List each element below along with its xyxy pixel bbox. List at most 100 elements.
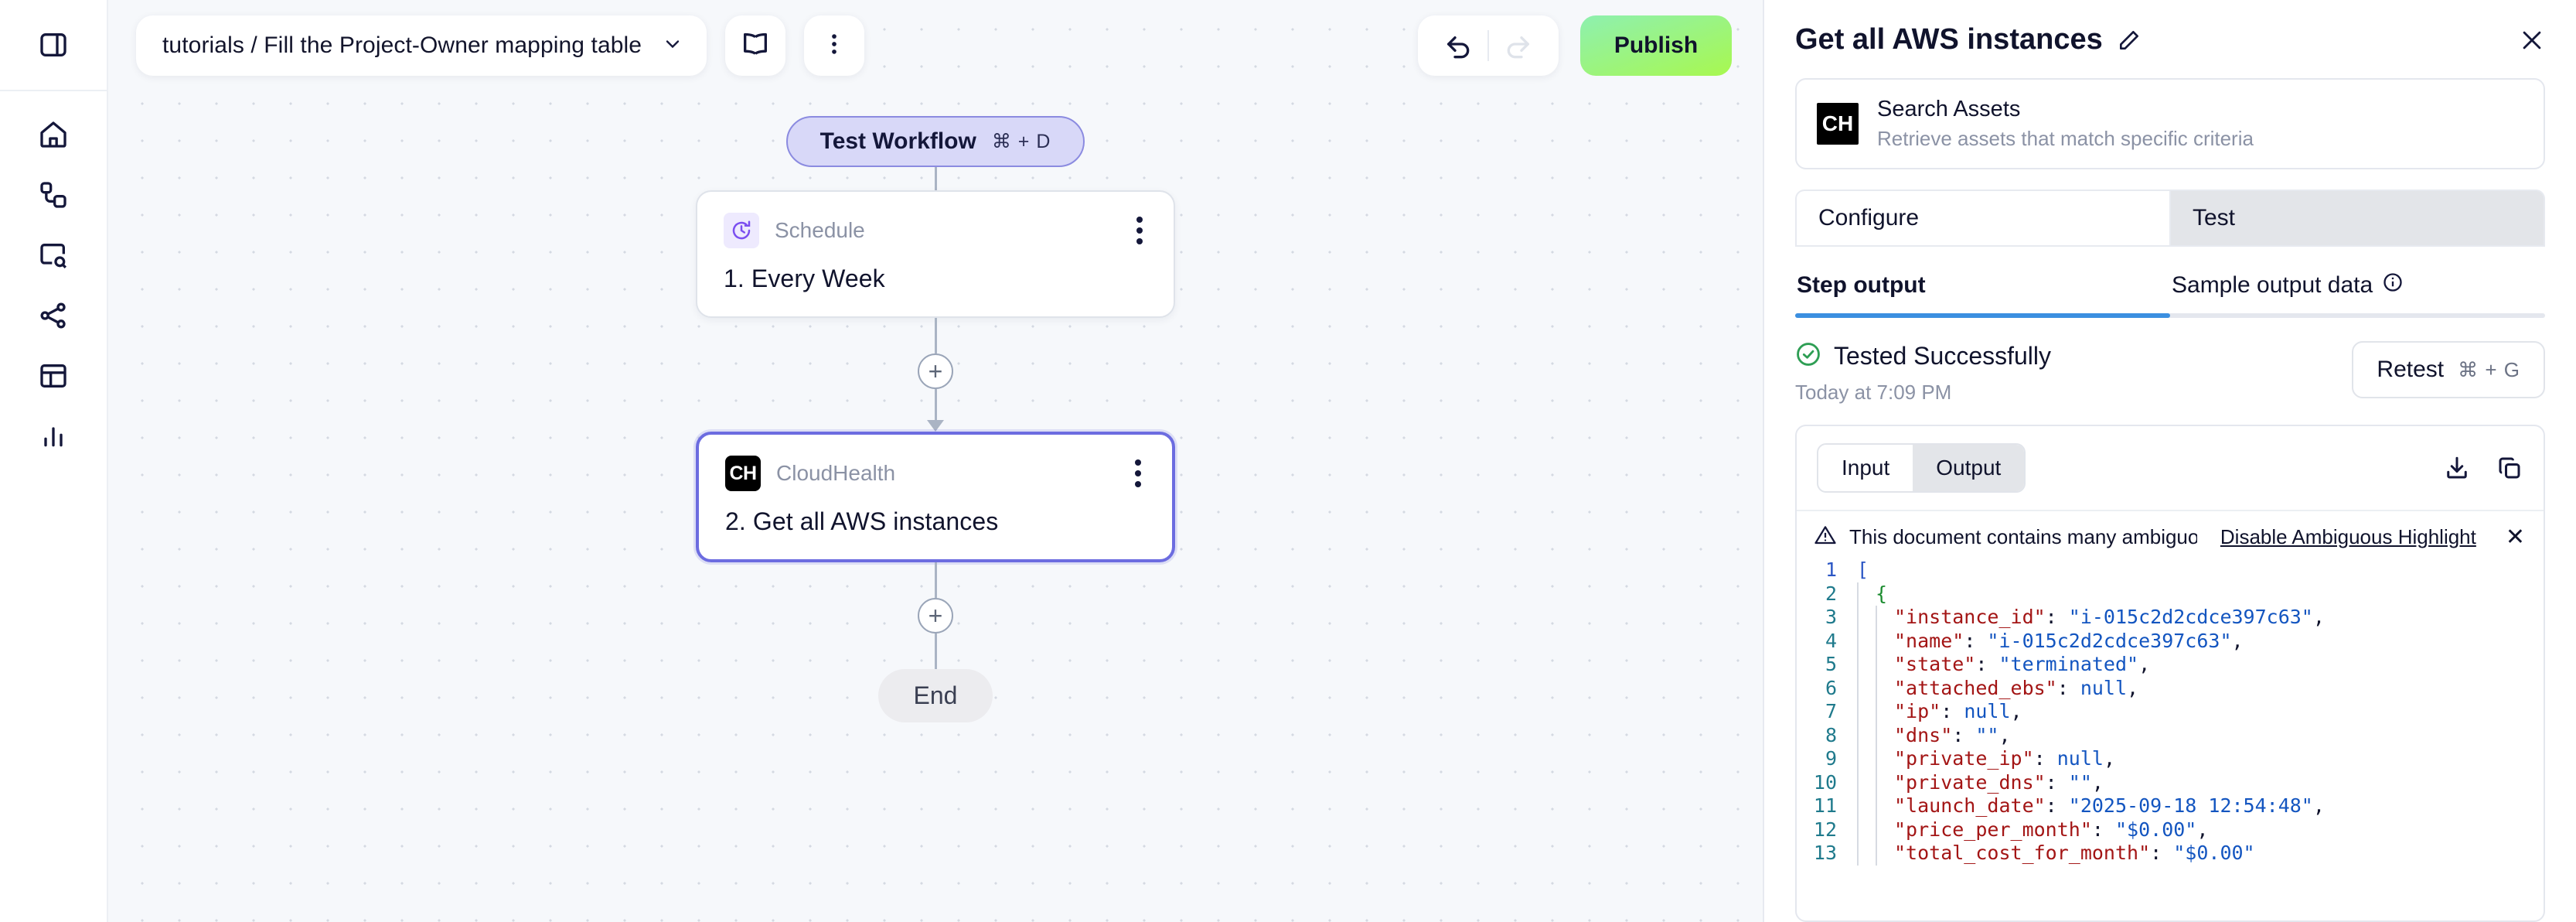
redo-icon	[1502, 29, 1533, 63]
asset-text: Search Assets Retrieve assets that match…	[1877, 97, 2254, 151]
tab-test[interactable]: Test	[2169, 190, 2545, 245]
panel-tabs: Configure Test	[1795, 190, 2545, 247]
connector-2: +	[918, 562, 953, 669]
line-number: 2	[1825, 582, 1837, 605]
code-line: 8"dns": "",	[1801, 723, 2544, 747]
workflow-path-dropdown[interactable]: tutorials / Fill the Project-Owner mappi…	[136, 15, 707, 76]
code-line: 6"attached_ebs": null,	[1801, 676, 2544, 700]
undo-redo-group	[1418, 15, 1559, 76]
code-text: [	[1857, 558, 1869, 581]
end-node: End	[877, 669, 993, 722]
line-number: 11	[1813, 794, 1837, 817]
canvas-toolbar: tutorials / Fill the Project-Owner mappi…	[108, 0, 1763, 91]
add-step-button-2[interactable]: +	[918, 598, 953, 633]
sidebar-item-tables[interactable]	[23, 359, 83, 393]
subtab-sample-output-data[interactable]: Sample output data	[2170, 253, 2545, 313]
json-output-viewer[interactable]: 1[2{3"instance_id": "i-015c2d2cdce397c63…	[1797, 558, 2544, 920]
tab-configure[interactable]: Configure	[1795, 190, 2169, 245]
node-title: 1. Every Week	[724, 265, 885, 292]
line-number: 8	[1825, 723, 1837, 746]
workflow-path-label: tutorials / Fill the Project-Owner mappi…	[162, 32, 642, 58]
close-icon[interactable]	[2519, 27, 2545, 53]
code-line: 1[	[1801, 558, 2544, 582]
subtab-step-output-label: Step output	[1797, 272, 1926, 298]
node-cloudhealth[interactable]: CH CloudHealth 2. Get all AWS instances	[696, 432, 1175, 562]
code-line: 9 "private_ip": null,	[1801, 747, 2544, 771]
subtab-step-output[interactable]: Step output	[1795, 253, 2170, 313]
status-main: Tested Successfully	[1795, 341, 2051, 371]
connector-1: +	[918, 318, 953, 432]
sidebar-item-search[interactable]	[23, 238, 83, 272]
sidebar-item-integrations[interactable]	[23, 299, 83, 333]
code-text: "instance_id": "i-015c2d2cdce397c63",	[1894, 606, 2325, 628]
warning-close-icon[interactable]: ✕	[2505, 524, 2525, 550]
indent-guides	[1857, 770, 1894, 794]
status-timestamp: Today at 7:09 PM	[1795, 381, 1952, 404]
io-toggle-output[interactable]: Output	[1913, 445, 2025, 491]
line-number: 1	[1825, 558, 1837, 581]
code-output-card: Input Output	[1795, 425, 2545, 922]
code-toolbar: Input Output	[1797, 426, 2544, 511]
asset-card[interactable]: CH Search Assets Retrieve assets that ma…	[1795, 78, 2545, 169]
download-icon[interactable]	[2443, 454, 2471, 482]
node-type-label: CloudHealth	[776, 461, 896, 485]
code-line: 4"name": "i-015c2d2cdce397c63",	[1801, 629, 2544, 653]
sidebar-item-analytics[interactable]	[23, 419, 83, 453]
publish-button[interactable]: Publish	[1580, 15, 1732, 76]
indent-guides	[1857, 629, 1894, 653]
test-workflow-label: Test Workflow	[819, 128, 976, 154]
line-number: 6	[1825, 676, 1837, 699]
node-schedule[interactable]: Schedule 1. Every Week	[696, 190, 1175, 318]
undo-button[interactable]	[1430, 15, 1487, 76]
subtab-underline	[1795, 313, 2545, 318]
code-text: "private_ip": null,	[1894, 747, 2116, 770]
kebab-menu-icon	[821, 31, 847, 61]
warning-text: This document contains many ambiguous un…	[1849, 525, 2197, 548]
status-badge: Tested Successfully	[1834, 342, 2052, 370]
code-text: "state": "terminated",	[1894, 653, 2151, 675]
sidebar-item-workflows[interactable]	[23, 178, 83, 212]
panel-subtabs: Step output Sample output data	[1795, 253, 2545, 313]
code-line: 11"launch_date": "2025-09-18 12:54:48",	[1801, 794, 2544, 818]
code-actions	[2443, 454, 2523, 482]
line-number: 3	[1825, 606, 1837, 628]
node-menu-button[interactable]	[1132, 212, 1147, 249]
rail-toggle-area	[0, 0, 107, 91]
io-toggle-input[interactable]: Input	[1842, 456, 1890, 480]
indent-guides	[1857, 606, 1894, 630]
code-line: 2{	[1801, 582, 2544, 606]
redo-button[interactable]	[1489, 15, 1546, 76]
schedule-clock-icon	[724, 213, 759, 248]
indent-guides	[1857, 723, 1894, 747]
node-menu-button[interactable]	[1130, 455, 1146, 492]
line-number: 5	[1825, 653, 1837, 675]
code-line: 7"ip": null,	[1801, 700, 2544, 724]
disable-ambiguous-highlight-link[interactable]: Disable Ambiguous Highlight	[2220, 525, 2476, 548]
node-title: 2. Get all AWS instances	[725, 507, 999, 535]
left-rail	[0, 0, 108, 922]
indent-guides	[1857, 794, 1894, 818]
code-line: 13"total_cost_for_month": "$0.00"	[1801, 842, 2544, 866]
retest-button[interactable]: Retest ⌘ + G	[2352, 341, 2545, 398]
panel-toggle-icon[interactable]	[23, 28, 83, 62]
code-text: "ip": null,	[1894, 700, 2022, 722]
docs-button[interactable]	[725, 15, 786, 76]
panel-header: Get all AWS instances	[1795, 0, 2545, 78]
indent-guides	[1857, 653, 1894, 677]
chevron-down-icon	[662, 33, 683, 59]
line-number: 13	[1813, 842, 1837, 864]
copy-icon[interactable]	[2496, 454, 2523, 482]
pencil-icon[interactable]	[2117, 28, 2142, 53]
canvas-more-button[interactable]	[804, 15, 865, 76]
indent-guides	[1857, 582, 1876, 606]
asset-description: Retrieve assets that match specific crit…	[1877, 127, 2254, 150]
book-icon	[740, 29, 771, 63]
sidebar-item-home[interactable]	[23, 118, 83, 152]
test-workflow-button[interactable]: Test Workflow ⌘ + D	[785, 116, 1085, 167]
info-icon[interactable]	[2382, 271, 2404, 299]
test-workflow-shortcut: ⌘ + D	[991, 131, 1051, 152]
line-number: 12	[1813, 818, 1837, 841]
line-number: 9	[1825, 747, 1837, 770]
workflow-canvas[interactable]: tutorials / Fill the Project-Owner mappi…	[108, 0, 1763, 922]
add-step-button-1[interactable]: +	[918, 353, 953, 389]
